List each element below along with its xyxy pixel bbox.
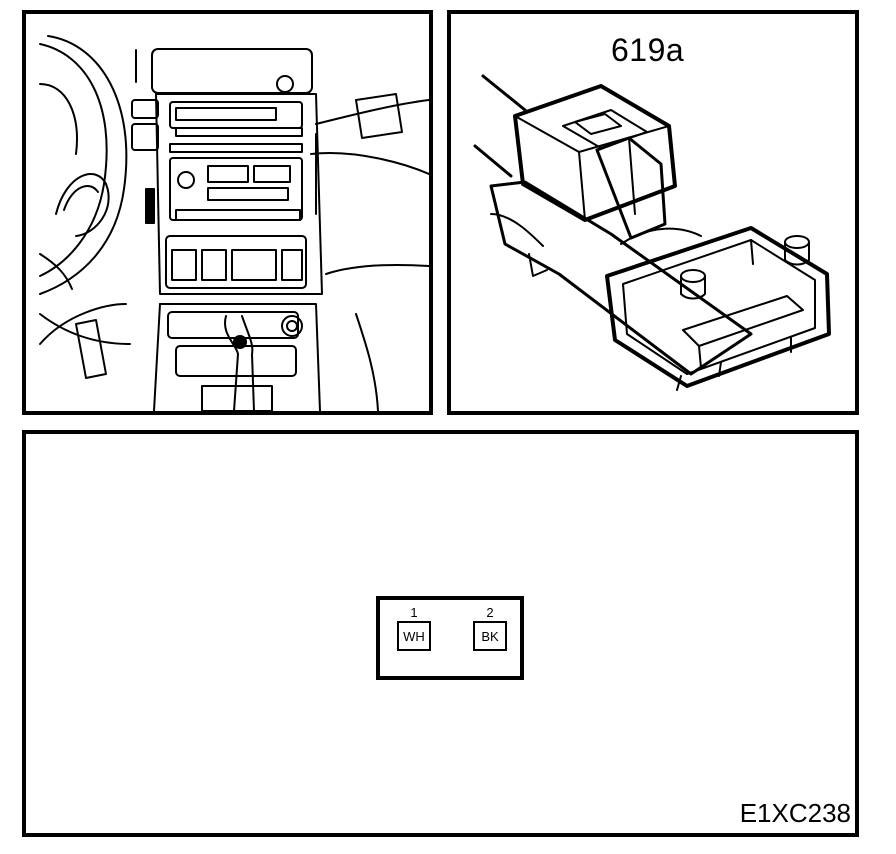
dashboard-location-icon	[39, 35, 429, 411]
figure-code: E1XC238	[739, 798, 851, 828]
pin-number: 2	[486, 605, 494, 620]
dashboard-location-panel	[22, 10, 433, 415]
connector-pin-housing: 1 WH 2 BK	[376, 596, 524, 680]
pin-1: 1 WH	[394, 606, 434, 651]
connector-label: 619a	[611, 32, 685, 68]
connector-drawing-icon	[473, 74, 831, 391]
pinout-panel: 1 WH 2 BK E1XC238	[22, 430, 859, 837]
pin-2: 2 BK	[470, 606, 510, 651]
connector-drawing-panel: 619a	[447, 10, 859, 415]
pin-color-code: BK	[473, 621, 507, 651]
pin-color-code: WH	[397, 621, 431, 651]
pin-number: 1	[410, 605, 418, 620]
